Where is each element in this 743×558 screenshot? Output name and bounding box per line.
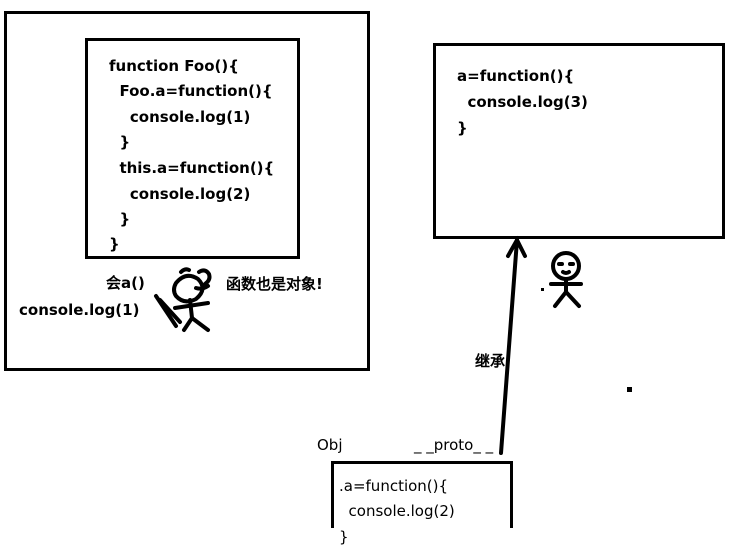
obj-box [331,461,513,528]
stray-dot-1 [541,288,544,291]
proto-code-line-1: a=function(){ [457,67,575,85]
foo-code-line-6: console.log(2) [109,185,251,203]
call-label: 会a() [106,274,145,292]
remark-label: 函数也是对象! [226,275,323,293]
stick-figure-right-icon [549,251,583,308]
proto-label: _ _proto_ _ [414,436,494,454]
obj-code-line-1: .a=function(){ [339,477,449,495]
foo-code-line-2: Foo.a=function(){ [109,82,273,100]
prototype-box [433,43,725,239]
proto-code-line-2: console.log(3) [457,93,588,111]
proto-code-line-3: } [457,119,468,137]
foo-code-box [85,38,300,259]
stick-figure-left-icon [154,267,212,332]
foo-code-line-5: this.a=function(){ [109,159,275,177]
outer-panel [4,11,370,371]
obj-label: Obj [317,436,343,454]
output-label: console.log(1) [19,301,140,319]
foo-code-line-8: } [109,235,120,253]
foo-code-line-4: } [109,133,131,151]
foo-code-line-7: } [109,210,131,228]
inherit-arrow [499,235,527,455]
obj-code-line-3: } [339,528,349,546]
foo-code-line-1: function Foo(){ [109,57,239,75]
obj-code-line-2: console.log(2) [339,502,455,520]
stray-dot-2 [627,387,632,392]
inherit-label: 继承 [475,352,506,370]
foo-code-line-3: console.log(1) [109,108,251,126]
